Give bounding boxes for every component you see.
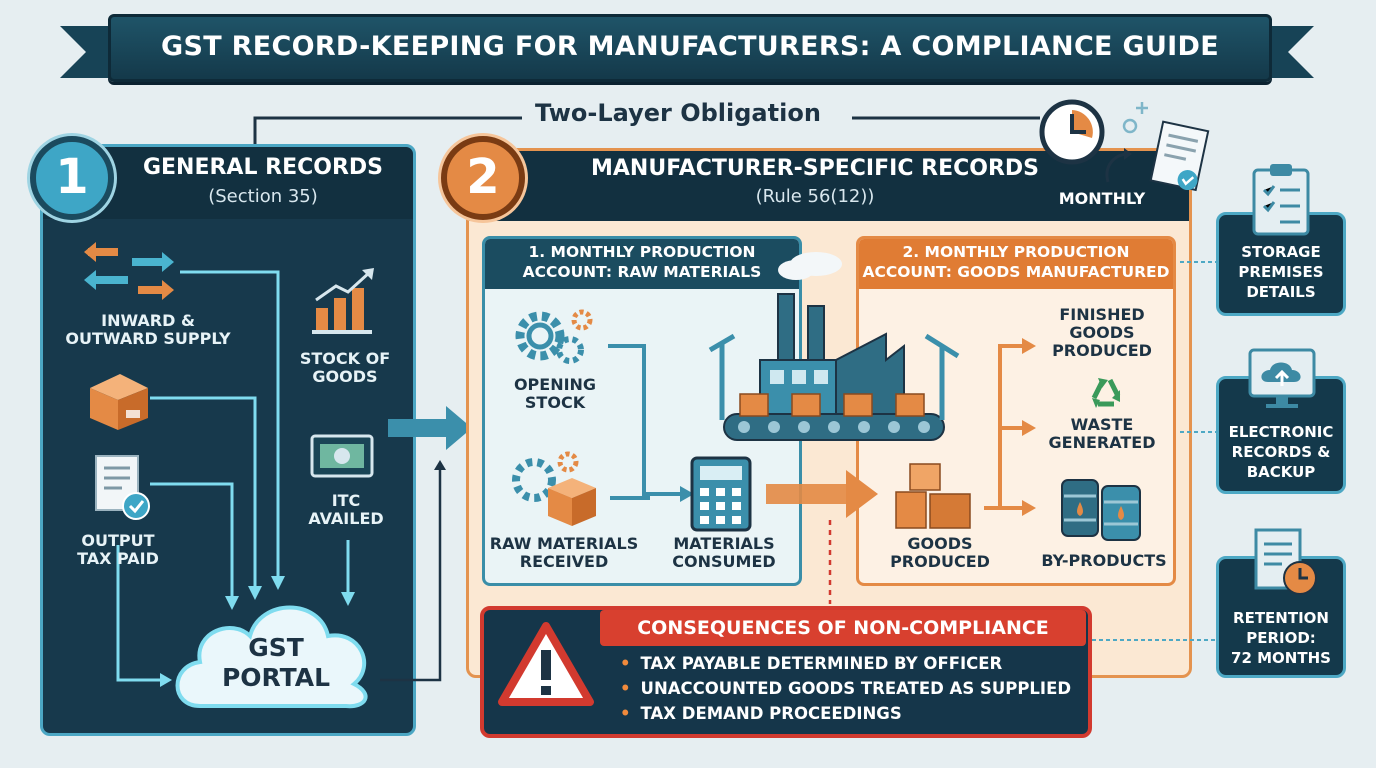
storage-line2: PREMISES bbox=[1238, 263, 1324, 281]
calculator-icon bbox=[690, 456, 752, 532]
storage-line1: STORAGE bbox=[1241, 243, 1321, 261]
monthly-cycle-arrow-icon bbox=[1105, 148, 1132, 183]
page-title: GST RECORD-KEEPING FOR MANUFACTURERS: A … bbox=[161, 31, 1219, 62]
retention-line3: 72 MONTHS bbox=[1231, 649, 1331, 667]
arrows-icon bbox=[84, 242, 174, 300]
gst-portal-line2: PORTAL bbox=[221, 663, 331, 692]
cloud-monitor-icon bbox=[1248, 348, 1316, 408]
electronic-line2: RECORDS & bbox=[1231, 443, 1331, 461]
manufacturer-records-subtitle: (Rule 56(12)) bbox=[755, 186, 875, 207]
retention-line2: PERIOD: bbox=[1246, 629, 1316, 647]
recycle-icon bbox=[1091, 378, 1121, 408]
electronic-line1: ELECTRONIC bbox=[1228, 423, 1334, 441]
goods-manufactured-title-line2: ACCOUNT: GOODS MANUFACTURED bbox=[862, 263, 1170, 281]
electronic-line3: BACKUP bbox=[1246, 463, 1316, 481]
title-banner: GST RECORD-KEEPING FOR MANUFACTURERS: A … bbox=[108, 14, 1272, 82]
cash-icon bbox=[310, 434, 374, 478]
barrels-icon bbox=[1061, 479, 1141, 541]
monthly-document-icon bbox=[1149, 120, 1210, 192]
opening-stock-label: OPENING STOCK bbox=[513, 375, 597, 412]
materials-consumed-label: MATERIALS CONSUMED bbox=[672, 534, 776, 571]
clock-icon bbox=[1039, 99, 1105, 165]
output-tax-paid-label: OUTPUT TAX PAID bbox=[77, 531, 159, 568]
consequences-title: CONSEQUENCES OF NON-COMPLIANCE bbox=[637, 617, 1049, 639]
bar-chart-icon bbox=[312, 268, 374, 334]
general-records-title: GENERAL RECORDS bbox=[142, 155, 384, 180]
consequence-item: •TAX PAYABLE DETERMINED BY OFFICER bbox=[620, 654, 1003, 673]
factory-icon bbox=[708, 252, 960, 441]
storage-line3: DETAILS bbox=[1246, 283, 1316, 301]
manufacturer-records-title: MANUFACTURER-SPECIFIC RECORDS bbox=[591, 156, 1039, 181]
section-1-badge: 1 bbox=[30, 136, 114, 220]
clipboard-icon bbox=[1252, 164, 1310, 236]
consequence-text-3: TAX DEMAND PROCEEDINGS bbox=[640, 704, 902, 723]
by-products-label: BY-PRODUCTS bbox=[1041, 551, 1167, 570]
box-icon bbox=[90, 374, 148, 430]
inward-outward-supply-label: INWARD & OUTWARD SUPPLY bbox=[65, 311, 231, 348]
document-check-icon bbox=[95, 455, 150, 520]
general-records-subtitle: (Section 35) bbox=[208, 186, 318, 207]
sparkle-icon bbox=[1122, 102, 1148, 134]
raw-materials-received-label: RAW MATERIALS RECEIVED bbox=[489, 534, 639, 571]
gears-box-icon bbox=[512, 451, 596, 526]
consequence-text-2: UNACCOUNTED GOODS TREATED AS SUPPLIED bbox=[640, 679, 1072, 698]
gears-icon bbox=[515, 309, 593, 364]
waste-generated-label: WASTE GENERATED bbox=[1048, 415, 1156, 452]
gst-portal-line1: GST bbox=[248, 633, 304, 662]
gst-portal-cloud bbox=[175, 605, 368, 709]
subheading: Two-Layer Obligation bbox=[535, 99, 821, 127]
section-2-badge: 2 bbox=[441, 136, 525, 220]
boxes-icon bbox=[895, 463, 971, 529]
goods-manufactured-account-header bbox=[859, 239, 1173, 289]
warning-icon bbox=[498, 622, 594, 706]
raw-materials-title-line2: ACCOUNT: RAW MATERIALS bbox=[522, 263, 762, 281]
raw-materials-title-line1: 1. MONTHLY PRODUCTION bbox=[528, 243, 756, 261]
document-clock-icon bbox=[1254, 528, 1317, 595]
consequence-item: •UNACCOUNTED GOODS TREATED AS SUPPLIED bbox=[620, 679, 1072, 698]
stock-of-goods-label: STOCK OF GOODS bbox=[299, 349, 391, 386]
raw-materials-account-header bbox=[485, 239, 799, 289]
consequences-header bbox=[600, 610, 1086, 646]
consequence-item: •TAX DEMAND PROCEEDINGS bbox=[620, 704, 902, 723]
consequence-text-1: TAX PAYABLE DETERMINED BY OFFICER bbox=[640, 654, 1003, 673]
monthly-label: MONTHLY bbox=[1058, 189, 1146, 208]
goods-manufactured-title-line1: 2. MONTHLY PRODUCTION bbox=[902, 243, 1130, 261]
itc-availed-label: ITC AVAILED bbox=[308, 491, 384, 528]
goods-produced-label: GOODS PRODUCED bbox=[890, 534, 990, 571]
retention-line1: RETENTION bbox=[1233, 609, 1329, 627]
finished-goods-label: FINISHED GOODS PRODUCED bbox=[1052, 305, 1152, 360]
